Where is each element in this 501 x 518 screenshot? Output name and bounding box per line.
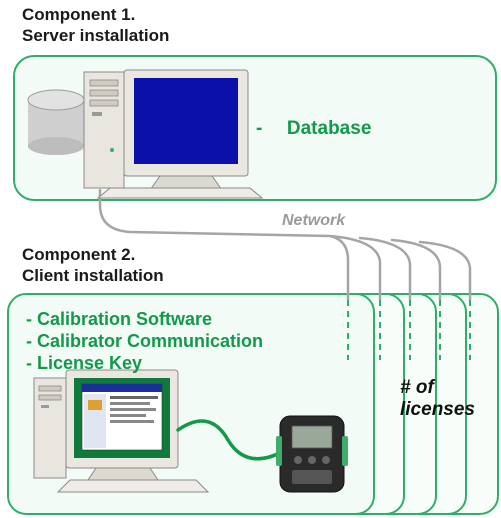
component1-title-line1: Component 1.: [22, 5, 136, 24]
database-icon: [27, 89, 85, 155]
component1-title: Component 1. Server installation: [22, 4, 169, 46]
database-bullet: -: [256, 118, 263, 139]
component2-title: Component 2. Client installation: [22, 244, 164, 286]
network-label: Network: [282, 212, 346, 229]
server-tower-icon: [83, 71, 125, 189]
client-item-calibration-software: - Calibration Software: [26, 309, 213, 329]
client-item-calibrator-communication: - Calibrator Communication: [26, 331, 264, 351]
component2-title-line2: Client installation: [22, 266, 164, 285]
licenses-label-line2: licenses: [400, 399, 475, 420]
calibrator-device-icon: [276, 415, 348, 493]
client-monitor-icon: [56, 369, 210, 493]
database-label: Database: [286, 118, 372, 139]
server-monitor-icon: [96, 69, 264, 199]
network-cables: [98, 188, 472, 302]
component1-title-line2: Server installation: [22, 26, 170, 45]
client-tower-icon: [33, 377, 67, 479]
cable-drops: [347, 300, 471, 360]
calibrator-cable: [176, 419, 284, 461]
licenses-label-line1: # of: [400, 377, 434, 398]
client-item-list: - Calibration Software - Calibrator Comm…: [26, 308, 263, 374]
client-item-license-key: - License Key: [26, 353, 143, 373]
database-item: - Database: [256, 118, 371, 140]
licenses-label: # of licenses: [400, 377, 475, 421]
component2-title-line1: Component 2.: [22, 245, 136, 264]
